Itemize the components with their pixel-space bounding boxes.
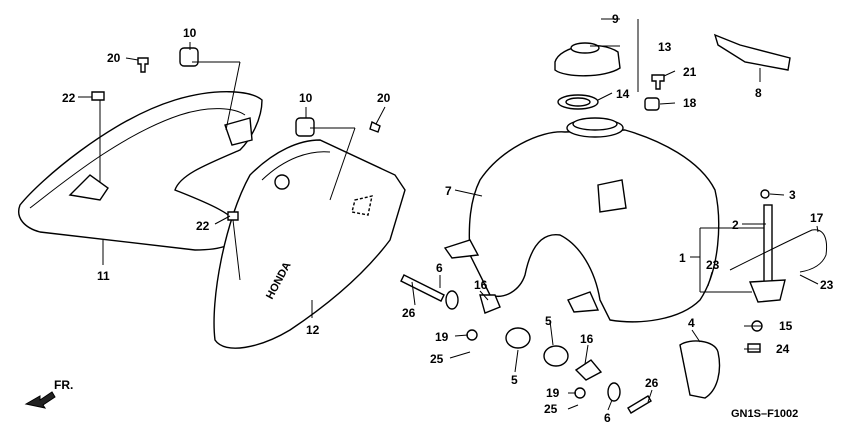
callout-19-upper: 19	[435, 330, 449, 344]
callout-3: 3	[789, 188, 796, 202]
callout-1: 1	[679, 251, 686, 265]
fuel-valve-part	[729, 204, 828, 303]
callout-21: 21	[683, 65, 697, 79]
right-shroud-part: HONDA	[213, 139, 406, 349]
leader-lines	[78, 18, 819, 411]
callout-20-left: 20	[107, 51, 121, 65]
callout-9: 9	[612, 12, 619, 26]
callout-25-upper: 25	[430, 352, 444, 366]
callout-7: 7	[445, 184, 452, 198]
front-direction-arrow-icon	[24, 391, 56, 409]
callout-22-right: 22	[196, 219, 210, 233]
callout-19-lower: 19	[546, 386, 560, 400]
fuel-cap-part	[448, 16, 621, 110]
fastener-parts	[91, 47, 770, 414]
callout-25-lower: 25	[544, 402, 558, 416]
callout-23-upper: 23	[706, 258, 720, 272]
callout-12: 12	[306, 323, 320, 337]
callout-15: 15	[779, 319, 793, 333]
diagram-code: GN1S–F1002	[731, 408, 798, 420]
callout-6-upper: 6	[436, 261, 443, 275]
callout-16-upper: 16	[474, 278, 488, 292]
callout-6-lower: 6	[604, 411, 611, 425]
callout-13: 13	[658, 40, 672, 54]
callout-14: 14	[616, 87, 630, 101]
callout-11: 11	[97, 269, 110, 283]
callout-24: 24	[776, 342, 790, 356]
callout-23-lower: 23	[820, 278, 834, 292]
callout-10-right: 10	[299, 91, 313, 105]
callout-20-right: 20	[377, 91, 391, 105]
callout-labels: 10 20 22 11 10 20 22 12 7 9 13 14 21 18 …	[62, 12, 834, 425]
callout-2: 2	[732, 218, 739, 232]
callout-5-lower: 5	[511, 373, 518, 387]
left-shroud-part	[18, 91, 263, 251]
callout-4: 4	[688, 316, 695, 330]
bracket-part	[713, 33, 791, 71]
callout-18: 18	[683, 96, 697, 110]
strap-part	[679, 340, 721, 399]
direction-label: FR.	[54, 378, 73, 392]
callout-10-left: 10	[183, 26, 197, 40]
callout-17: 17	[810, 211, 824, 225]
callout-26-left: 26	[402, 306, 416, 320]
callout-22-left: 22	[62, 91, 76, 105]
callout-5-upper: 5	[545, 314, 552, 328]
fuel-tank-part	[443, 117, 720, 323]
callout-26-right: 26	[645, 376, 659, 390]
callout-8: 8	[755, 86, 762, 100]
callout-16-lower: 16	[580, 332, 594, 346]
